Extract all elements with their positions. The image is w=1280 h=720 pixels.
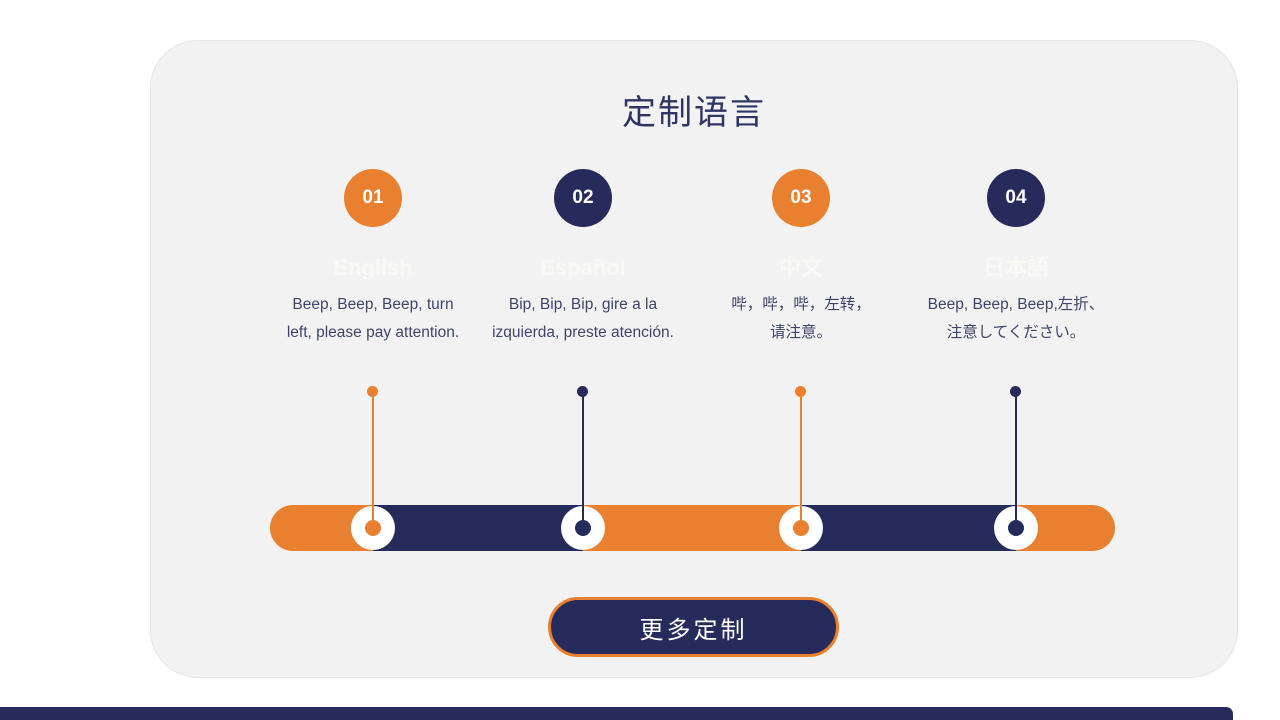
timeline-connector-line bbox=[800, 392, 802, 528]
step-description-line1: Beep, Beep, Beep, turn bbox=[292, 296, 454, 313]
language-heading: 日本語 bbox=[982, 255, 1049, 280]
step-number-badge: 01 bbox=[344, 169, 402, 227]
step-number-badge: 02 bbox=[554, 169, 612, 227]
step-column-japanese: 04 日本語 Beep, Beep, Beep,左折、 注意してください。 bbox=[901, 169, 1131, 346]
step-description: Beep, Beep, Beep, turn left, please pay … bbox=[258, 291, 488, 346]
section-title: 定制语言 bbox=[622, 94, 766, 132]
language-heading: 中文 bbox=[778, 255, 823, 280]
timeline-top-dot bbox=[795, 386, 806, 397]
language-heading: Español bbox=[540, 255, 626, 280]
step-number: 03 bbox=[790, 187, 812, 208]
step-description-line1: Bip, Bip, Bip, gire a la bbox=[508, 296, 658, 313]
step-number: 04 bbox=[1005, 187, 1027, 208]
step-description-line2: 注意してください。 bbox=[946, 323, 1086, 341]
language-heading: English bbox=[333, 255, 413, 280]
step-description: Beep, Beep, Beep,左折、 注意してください。 bbox=[901, 291, 1131, 346]
step-description-line2: 请注意。 bbox=[769, 323, 832, 341]
timeline-node-center-dot bbox=[365, 520, 381, 536]
step-number-badge: 03 bbox=[772, 169, 830, 227]
step-number: 02 bbox=[572, 187, 594, 208]
timeline-top-dot bbox=[1010, 386, 1021, 397]
timeline-segment-navy-1 bbox=[373, 505, 583, 551]
language-section-card: 定制语言 bbox=[150, 40, 1238, 678]
step-description-line1: 哔，哔，哔，左转， bbox=[731, 296, 871, 313]
timeline-node-center-dot bbox=[575, 520, 591, 536]
step-column-chinese: 03 中文 哔，哔，哔，左转， 请注意。 bbox=[686, 169, 916, 346]
step-description: Bip, Bip, Bip, gire a la izquierda, pres… bbox=[468, 291, 698, 346]
step-description-line2: izquierda, preste atención. bbox=[492, 323, 674, 341]
step-number-badge: 04 bbox=[987, 169, 1045, 227]
timeline-connector-line bbox=[1015, 392, 1017, 528]
timeline-top-dot bbox=[577, 386, 588, 397]
step-number: 01 bbox=[362, 187, 384, 208]
timeline-node-center-dot bbox=[793, 520, 809, 536]
next-section-edge-bar bbox=[0, 707, 1233, 720]
step-column-english: 01 English Beep, Beep, Beep, turn left, … bbox=[258, 169, 488, 346]
timeline-connector-line bbox=[372, 392, 374, 528]
step-description-line2: left, please pay attention. bbox=[286, 323, 460, 341]
step-column-espanol: 02 Español Bip, Bip, Bip, gire a la izqu… bbox=[468, 169, 698, 346]
more-customization-button[interactable]: 更多定制 bbox=[548, 597, 839, 657]
timeline-connector-line bbox=[582, 392, 584, 528]
timeline-segment-navy-2 bbox=[801, 505, 1016, 551]
step-description-line1: Beep, Beep, Beep,左折、 bbox=[927, 296, 1105, 313]
timeline-top-dot bbox=[367, 386, 378, 397]
step-description: 哔，哔，哔，左转， 请注意。 bbox=[686, 291, 916, 346]
timeline-node-center-dot bbox=[1008, 520, 1024, 536]
